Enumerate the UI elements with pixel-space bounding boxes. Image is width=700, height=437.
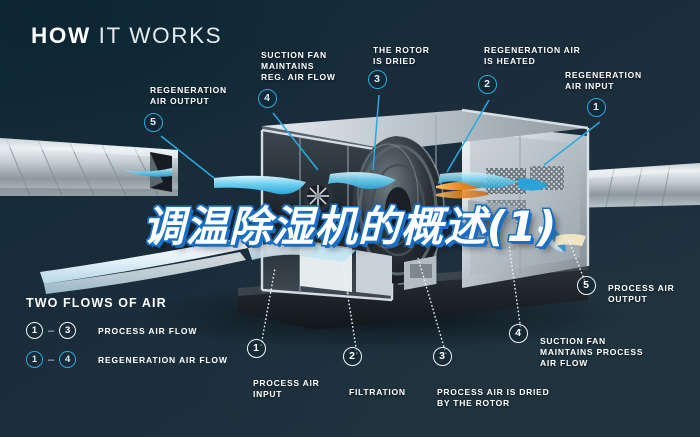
legend-dash: – bbox=[48, 353, 55, 366]
callout-label: SUCTION FAN MAINTAINS REG. AIR FLOW bbox=[261, 50, 336, 83]
callout-bubble-process-1[interactable]: 1 bbox=[246, 338, 266, 358]
callout-label: PROCESS AIR OUTPUT bbox=[608, 283, 675, 305]
callout-label: REGENERATION AIR IS HEATED bbox=[484, 45, 581, 67]
left-duct bbox=[0, 137, 178, 197]
leader-line bbox=[372, 94, 380, 171]
legend-title: TWO FLOWS OF AIR bbox=[26, 296, 167, 310]
page-title-bold: HOW bbox=[31, 23, 91, 48]
leader-line bbox=[272, 112, 319, 171]
callout-label: PROCESS AIR IS DRIED BY THE ROTOR bbox=[437, 387, 550, 409]
overlay-watermark-title: 调温除湿机的概述(1) bbox=[142, 202, 558, 251]
callout-bubble-regeneration-2[interactable]: 2 bbox=[477, 74, 497, 94]
callout-bubble-regeneration-3[interactable]: 3 bbox=[367, 69, 387, 89]
leader-line bbox=[160, 135, 215, 179]
callout-label: SUCTION FAN MAINTAINS PROCESS AIR FLOW bbox=[540, 336, 644, 369]
page-title-light: IT WORKS bbox=[90, 23, 223, 48]
legend-range: 1–4 bbox=[26, 351, 98, 368]
callout-label: FILTRATION bbox=[349, 387, 406, 397]
legend-pill-from: 1 bbox=[26, 322, 43, 339]
regeneration-fan bbox=[303, 181, 333, 211]
callout-label: REGENERATION AIR INPUT bbox=[565, 70, 642, 92]
leader-line bbox=[417, 257, 447, 355]
callout-bubble-regeneration-5[interactable]: 5 bbox=[143, 112, 163, 132]
desiccant-rotor bbox=[352, 135, 445, 285]
callout-bubble-regeneration-1[interactable]: 1 bbox=[586, 97, 606, 117]
process-air-ribbon bbox=[40, 238, 316, 294]
legend-pill-to: 3 bbox=[59, 322, 77, 339]
legend-dash: – bbox=[48, 324, 55, 337]
legend-pill-from: 1 bbox=[26, 351, 43, 368]
leader-line bbox=[446, 99, 490, 173]
leader-line bbox=[260, 267, 276, 347]
page-title: HOW IT WORKS bbox=[31, 23, 222, 49]
regeneration-airflow bbox=[214, 172, 548, 195]
leader-line bbox=[342, 264, 358, 355]
callout-label: REGENERATION AIR OUTPUT bbox=[150, 85, 227, 107]
callout-label: THE ROTOR IS DRIED bbox=[373, 45, 430, 67]
callout-label: PROCESS AIR INPUT bbox=[253, 378, 320, 400]
process-air-output-ribbon bbox=[538, 224, 586, 252]
legend-range: 1–3 bbox=[26, 322, 98, 339]
legend-pill-to: 4 bbox=[59, 351, 77, 368]
leader-line bbox=[543, 121, 601, 166]
callout-bubble-process-4[interactable]: 4 bbox=[508, 323, 528, 343]
callout-bubble-process-5[interactable]: 5 bbox=[576, 275, 596, 295]
legend-label: REGENERATION AIR FLOW bbox=[98, 354, 228, 365]
callout-bubble-process-3[interactable]: 3 bbox=[432, 346, 452, 366]
callout-bubble-regeneration-4[interactable]: 4 bbox=[257, 88, 277, 108]
callout-bubble-process-2[interactable]: 2 bbox=[342, 346, 362, 366]
leader-line bbox=[508, 244, 522, 332]
legend-label: PROCESS AIR FLOW bbox=[98, 325, 198, 336]
